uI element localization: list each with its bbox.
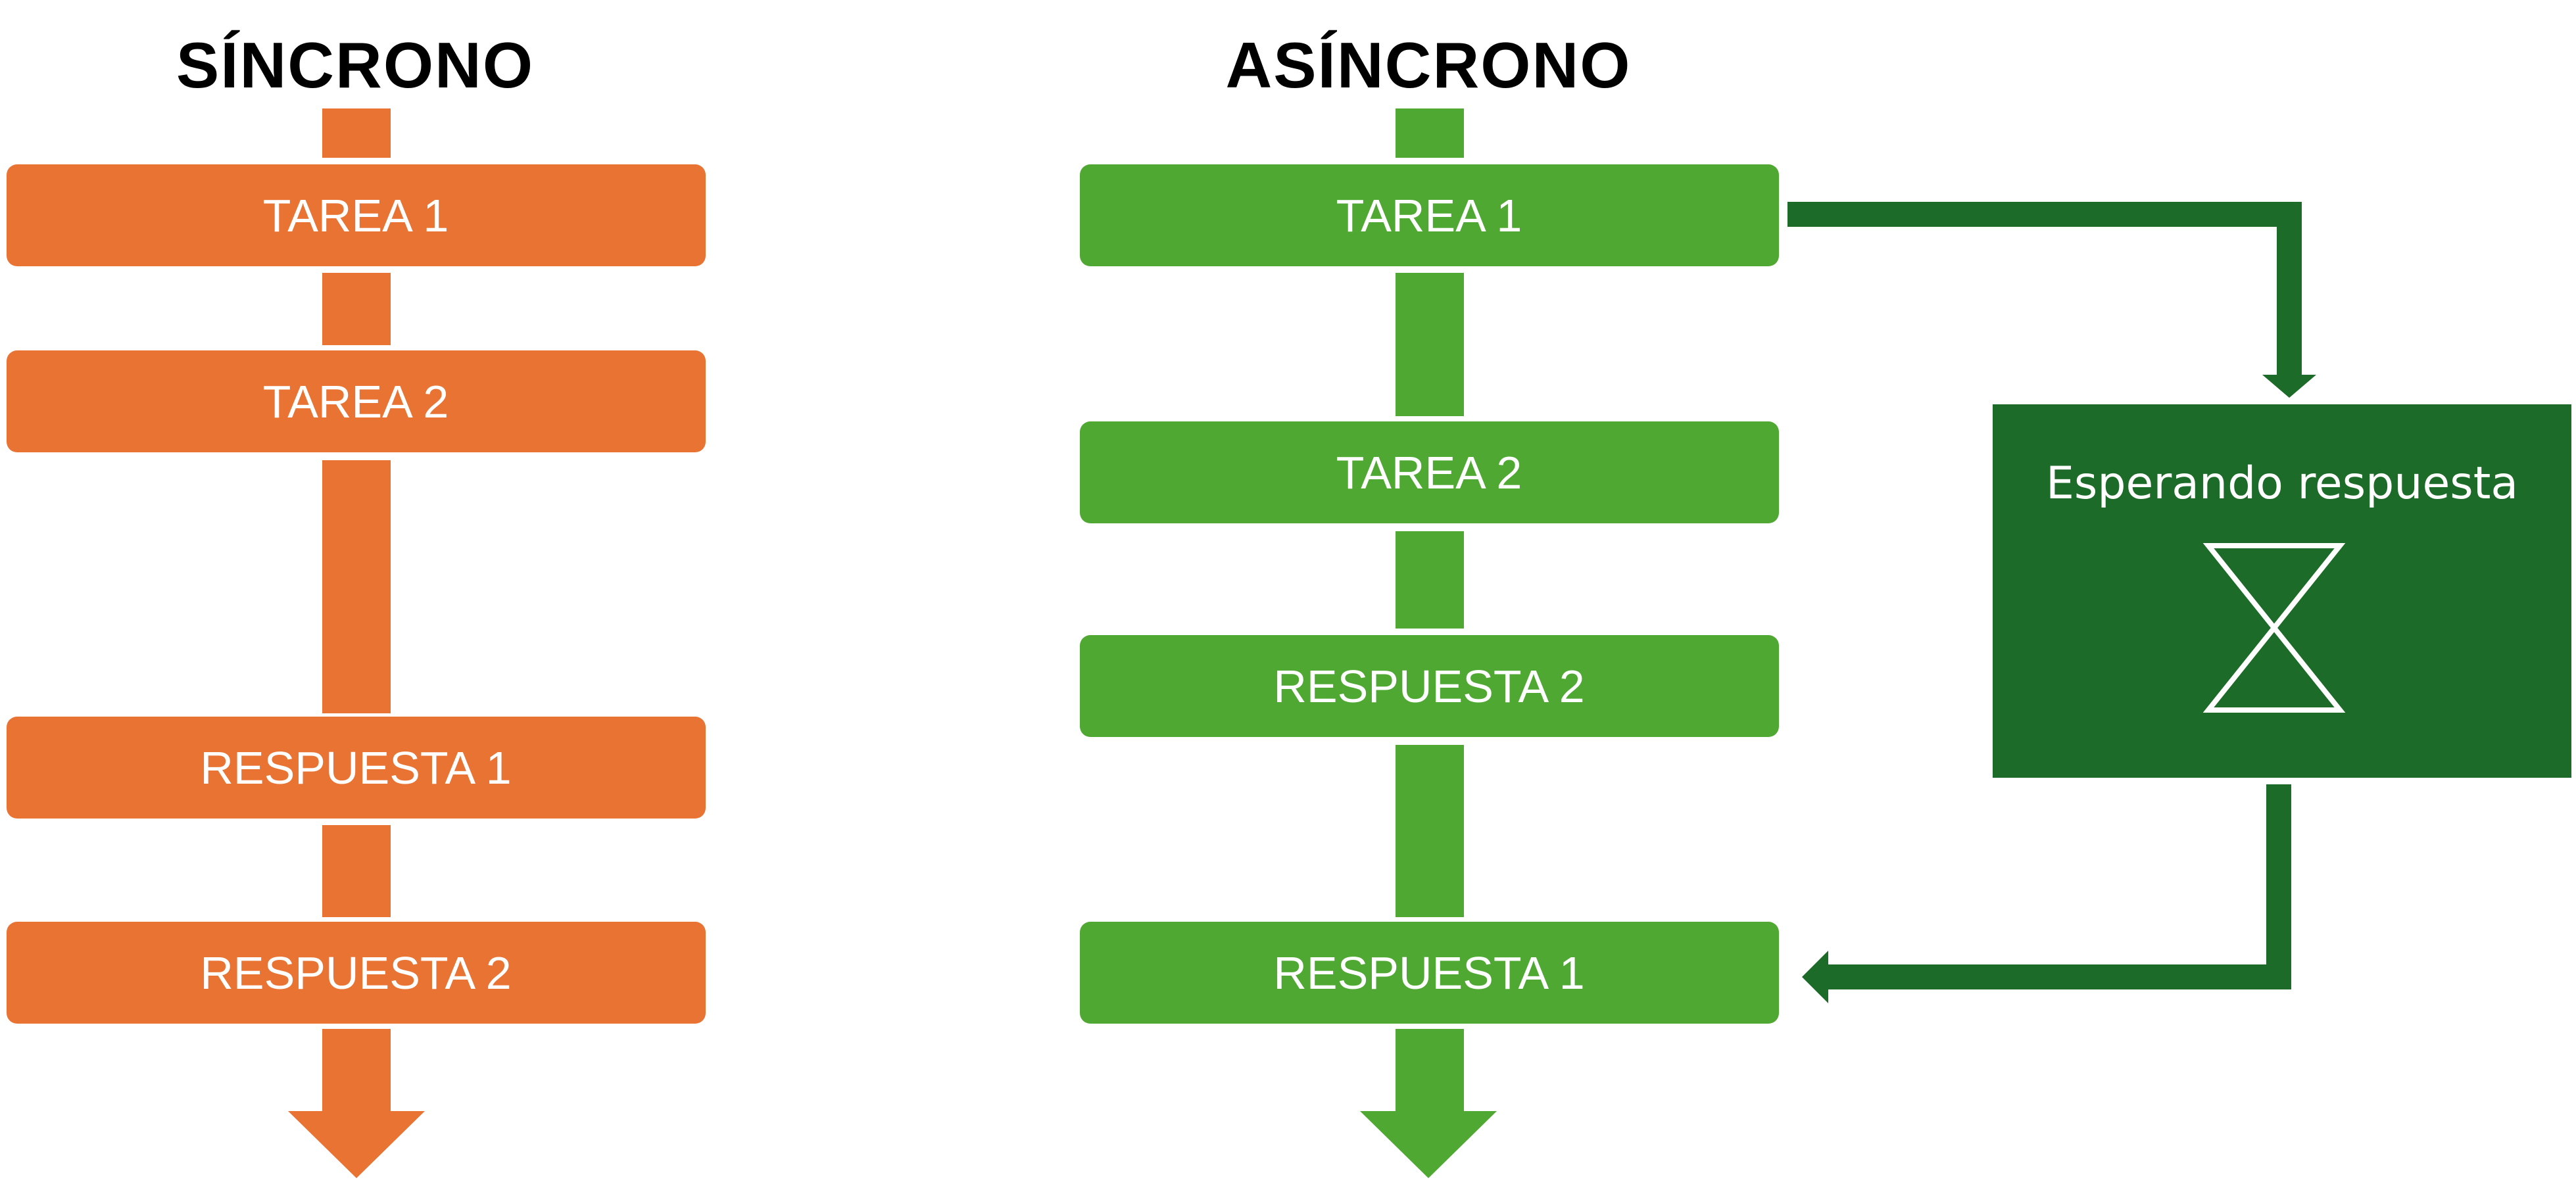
sync-step-label: RESPUESTA 2 bbox=[200, 947, 511, 999]
sync-connector bbox=[322, 108, 391, 158]
sync-step-label: TAREA 2 bbox=[263, 376, 449, 427]
sync-connector bbox=[322, 460, 391, 713]
async-step-label: RESPUESTA 2 bbox=[1273, 661, 1584, 712]
async-connector bbox=[1396, 745, 1464, 917]
waiting-box: Esperando respuesta bbox=[1993, 404, 2571, 778]
async-step-label: RESPUESTA 1 bbox=[1273, 947, 1584, 999]
async-step-label: TAREA 1 bbox=[1336, 190, 1522, 241]
sync-step-1: TAREA 1 bbox=[7, 164, 706, 266]
arrow-down-icon bbox=[2262, 375, 2316, 398]
async-connector bbox=[1396, 108, 1464, 158]
sync-title: SÍNCRONO bbox=[176, 29, 534, 101]
sync-connector bbox=[322, 1029, 391, 1114]
request-connector bbox=[1787, 202, 2302, 376]
arrow-left-icon bbox=[1802, 951, 1828, 1003]
sync-column: SÍNCRONO TAREA 1 TAREA 2 RESPUESTA 1 RES… bbox=[7, 29, 706, 1178]
sync-step-3: RESPUESTA 1 bbox=[7, 717, 706, 819]
hourglass-icon bbox=[2202, 543, 2346, 713]
sync-connector bbox=[322, 825, 391, 917]
async-connector bbox=[1396, 1029, 1464, 1114]
async-step-2: TAREA 2 bbox=[1080, 421, 1779, 523]
sync-down-arrow-icon bbox=[288, 1111, 425, 1178]
sync-connector bbox=[322, 273, 391, 345]
sync-step-label: TAREA 1 bbox=[263, 190, 449, 241]
response-connector bbox=[1822, 784, 2291, 989]
sync-step-2: TAREA 2 bbox=[7, 350, 706, 452]
async-connector bbox=[1396, 273, 1464, 416]
sync-step-label: RESPUESTA 1 bbox=[200, 742, 511, 794]
async-connector bbox=[1396, 531, 1464, 629]
async-down-arrow-icon bbox=[1360, 1111, 1497, 1178]
async-column: ASÍNCRONO TAREA 1 TAREA 2 RESPUESTA 2 RE… bbox=[1080, 29, 2571, 1178]
async-step-label: TAREA 2 bbox=[1336, 447, 1522, 498]
async-title: ASÍNCRONO bbox=[1226, 29, 1632, 101]
sync-step-4: RESPUESTA 2 bbox=[7, 922, 706, 1024]
async-step-4: RESPUESTA 1 bbox=[1080, 922, 1779, 1024]
async-step-3: RESPUESTA 2 bbox=[1080, 635, 1779, 737]
waiting-label: Esperando respuesta bbox=[2046, 458, 2518, 510]
async-step-1: TAREA 1 bbox=[1080, 164, 1779, 266]
